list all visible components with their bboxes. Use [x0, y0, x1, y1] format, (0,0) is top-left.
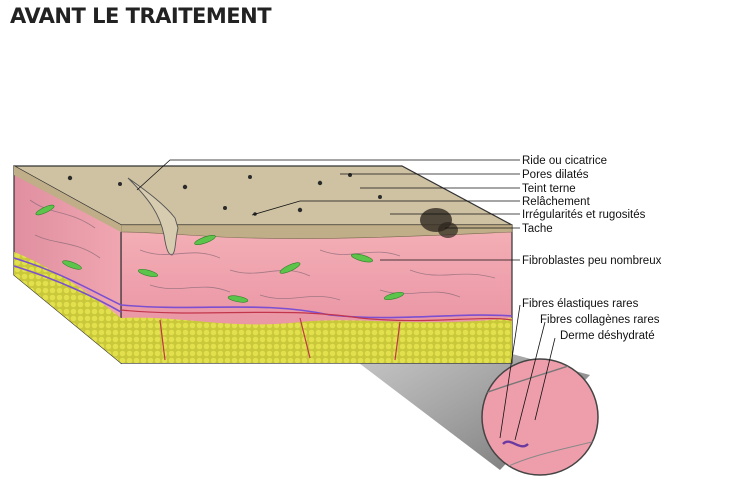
label-fibres-collagenes: Fibres collagènes rares	[540, 314, 660, 326]
label-relachement: Relâchement	[522, 196, 591, 208]
label-fibres-elastiques: Fibres élastiques rares	[522, 298, 639, 310]
collagen-fibers	[29, 199, 496, 301]
epidermis-band	[120, 224, 513, 239]
fibroblasts	[35, 204, 404, 303]
page-title: AVANT LE TRAITEMENT	[10, 4, 272, 28]
label-pores: Pores dilatés	[522, 169, 589, 181]
label-irregularites: Irrégularités et rugosités	[522, 209, 646, 221]
label-fibroblastes: Fibroblastes peu nombreux	[522, 255, 662, 267]
blood-vessels	[13, 257, 513, 319]
label-derme: Derme déshydraté	[560, 330, 655, 342]
hypodermis-front	[121, 317, 512, 363]
epidermis-band-side	[14, 166, 121, 232]
wrinkle	[127, 177, 179, 256]
label-ride: Ride ou cicatrice	[522, 155, 607, 167]
hypodermis-side	[14, 252, 121, 363]
label-teint: Teint terne	[522, 183, 576, 195]
label-leaders	[136, 159, 556, 441]
label-tache: Tache	[522, 223, 553, 235]
elastic-fiber	[502, 440, 529, 448]
